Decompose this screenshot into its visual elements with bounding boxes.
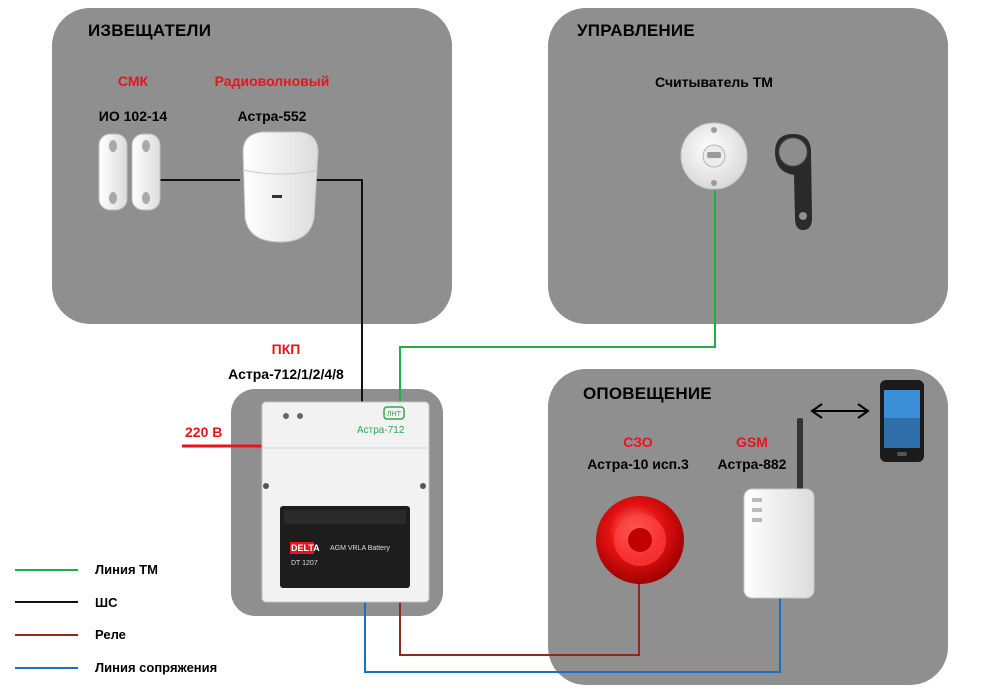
smk-model-label: ИО 102-14 [98,108,168,124]
control-panel-title: УПРАВЛЕНИЕ [577,21,695,40]
battery-icon [280,506,410,588]
siren-icon [596,496,684,584]
smk-type-label: СМК [117,73,149,89]
reader-model-label: Считыватель ТМ [655,74,773,90]
relay-wire [399,580,640,656]
legend-link: Линия сопряжения [95,660,218,675]
radio-model-label: Астра-552 [237,108,307,124]
alerting-panel-title: ОПОВЕЩЕНИЕ [583,384,712,403]
legend-shs: ШС [95,595,118,610]
radio-detector-icon [242,131,319,243]
shs-wire-pkp [305,179,363,402]
control-panel [548,8,948,324]
radio-type-label: Радиоволновый [214,73,330,89]
szo-model-label: Астра-10 исп.3 [587,456,689,472]
szo-type-label: СЗО [623,434,653,450]
pkp-model-label: Астра-712/1/2/4/8 [228,366,344,382]
link-wire [364,598,781,673]
tm-key-icon [775,134,812,230]
tm-wire [399,185,716,402]
sensors-panel-title: ИЗВЕЩАТЕЛИ [88,21,212,40]
legend-relay: Реле [95,627,126,642]
battery-brand-label: DELTA [291,543,320,553]
smk-sensor-icon [98,133,161,211]
gsm-module-icon [743,418,815,599]
power-label: 220 В [185,424,223,440]
tm-reader-icon [680,122,748,190]
double-arrow-icon [810,403,870,419]
gsm-type-label: GSM [736,434,768,450]
pkp-brand-label: Астра-712 [357,425,405,436]
legend-tm: Линия ТМ [95,562,158,577]
battery-text-label: AGM VRLA Battery [330,545,390,552]
svg-text:ЛНТ: ЛНТ [387,411,402,418]
battery-model-label: DT 1207 [291,560,318,567]
pkp-type-label: ПКП [271,341,301,357]
phone-icon [880,380,924,462]
gsm-model-label: Астра-882 [717,456,787,472]
